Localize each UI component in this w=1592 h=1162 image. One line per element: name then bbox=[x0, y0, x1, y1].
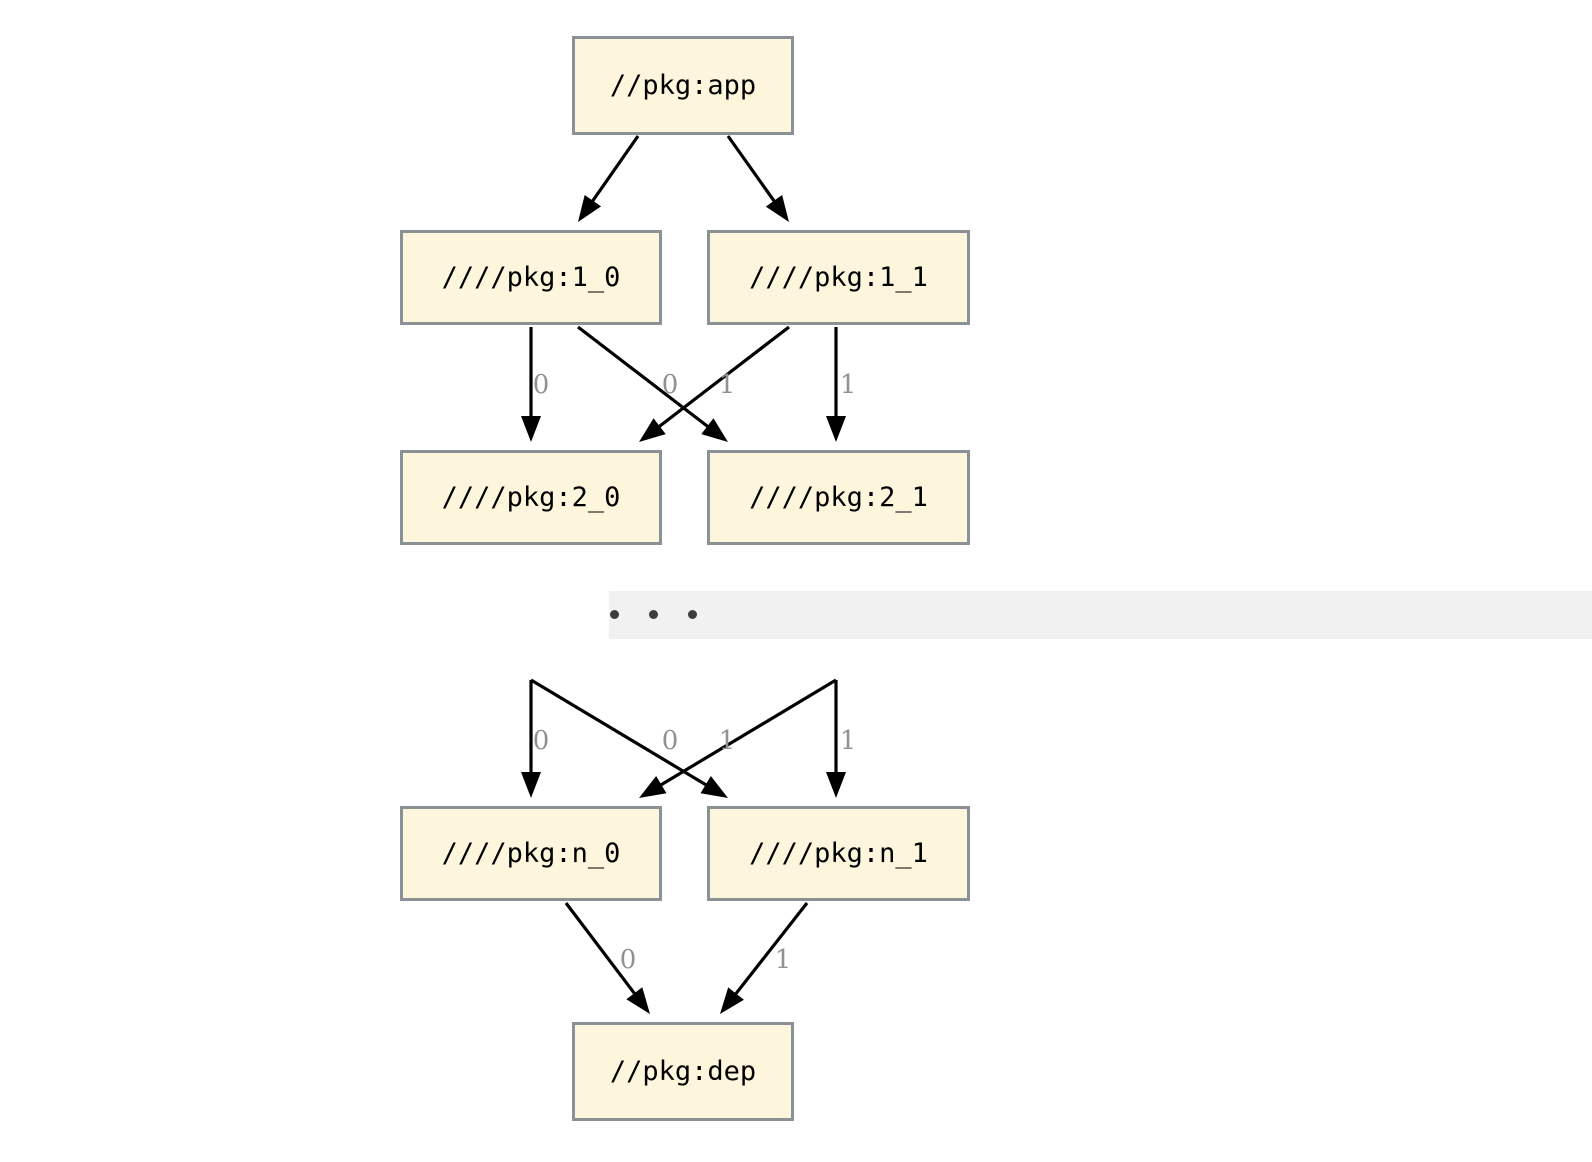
arrowhead-icon bbox=[765, 195, 789, 222]
graph-node[interactable]: ////pkg:1_1 bbox=[707, 230, 970, 325]
ellipsis-dots bbox=[610, 610, 727, 619]
graph-node[interactable]: ////pkg:n_0 bbox=[400, 806, 662, 901]
edges-layer bbox=[521, 135, 846, 1014]
edge-line bbox=[577, 325, 712, 430]
ellipsis-band bbox=[609, 591, 1592, 639]
node-label: //pkg:app bbox=[610, 70, 756, 101]
edge-line bbox=[589, 135, 640, 205]
graph-node[interactable]: ////pkg:2_1 bbox=[707, 450, 970, 545]
node-box[interactable] bbox=[572, 36, 794, 135]
edge-line bbox=[564, 902, 639, 998]
edge-label: 1 bbox=[840, 370, 857, 400]
edge-label: 0 bbox=[620, 945, 637, 975]
graph-node[interactable]: ////pkg:1_0 bbox=[400, 230, 662, 325]
arrowhead-icon bbox=[826, 772, 846, 798]
edge-label: 0 bbox=[533, 370, 550, 400]
arrowhead-icon bbox=[639, 418, 666, 442]
edge-line bbox=[657, 678, 837, 789]
node-box[interactable] bbox=[707, 230, 970, 325]
edge-label: 0 bbox=[662, 370, 679, 400]
arrowhead-icon bbox=[521, 416, 541, 442]
graph-node[interactable]: //pkg:dep bbox=[572, 1022, 794, 1121]
node-box[interactable] bbox=[707, 450, 970, 545]
edge-label: 1 bbox=[775, 945, 792, 975]
edge-line bbox=[655, 325, 790, 430]
edge-label: 0 bbox=[533, 726, 550, 756]
edge-line bbox=[732, 902, 809, 998]
node-label: ////pkg:1_1 bbox=[749, 262, 928, 293]
nodes-layer: //pkg:app ////pkg:1_0 ////pkg:1_1 ////pkg:2… bbox=[400, 36, 970, 1121]
node-box[interactable] bbox=[707, 806, 970, 901]
edge-label: 1 bbox=[719, 726, 736, 756]
ellipsis-dot bbox=[610, 610, 619, 619]
graph-node[interactable]: //pkg:app bbox=[572, 36, 794, 135]
edge-label: 0 bbox=[662, 726, 679, 756]
node-box[interactable] bbox=[572, 1022, 794, 1121]
node-box[interactable] bbox=[400, 450, 662, 545]
node-label: ////pkg:1_0 bbox=[442, 262, 621, 293]
edge-line bbox=[726, 135, 778, 205]
graph-node[interactable]: ////pkg:n_1 bbox=[707, 806, 970, 901]
node-box[interactable] bbox=[400, 230, 662, 325]
graph-node[interactable]: ////pkg:2_0 bbox=[400, 450, 662, 545]
arrowhead-icon bbox=[701, 418, 728, 442]
arrowhead-icon bbox=[578, 194, 602, 222]
ellipsis-dot bbox=[688, 610, 697, 619]
arrowhead-icon bbox=[521, 772, 541, 798]
edge-line bbox=[530, 678, 710, 789]
edge-label: 1 bbox=[840, 726, 857, 756]
ellipsis-dot bbox=[649, 610, 658, 619]
arrowhead-icon bbox=[626, 987, 650, 1014]
node-label: //pkg:dep bbox=[610, 1056, 756, 1087]
node-box[interactable] bbox=[400, 806, 662, 901]
node-label: ////pkg:n_0 bbox=[442, 838, 621, 869]
edge-label: 1 bbox=[719, 370, 736, 400]
node-label: ////pkg:2_0 bbox=[442, 482, 621, 513]
node-label: ////pkg:n_1 bbox=[749, 838, 928, 869]
arrowhead-icon bbox=[720, 987, 744, 1014]
node-label: ////pkg:2_1 bbox=[749, 482, 928, 513]
arrowhead-icon bbox=[700, 776, 728, 798]
edge-labels-layer: 0 0 1 1 0 0 1 1 0 1 bbox=[533, 370, 857, 975]
arrowhead-icon bbox=[826, 416, 846, 442]
arrowhead-icon bbox=[639, 776, 667, 798]
